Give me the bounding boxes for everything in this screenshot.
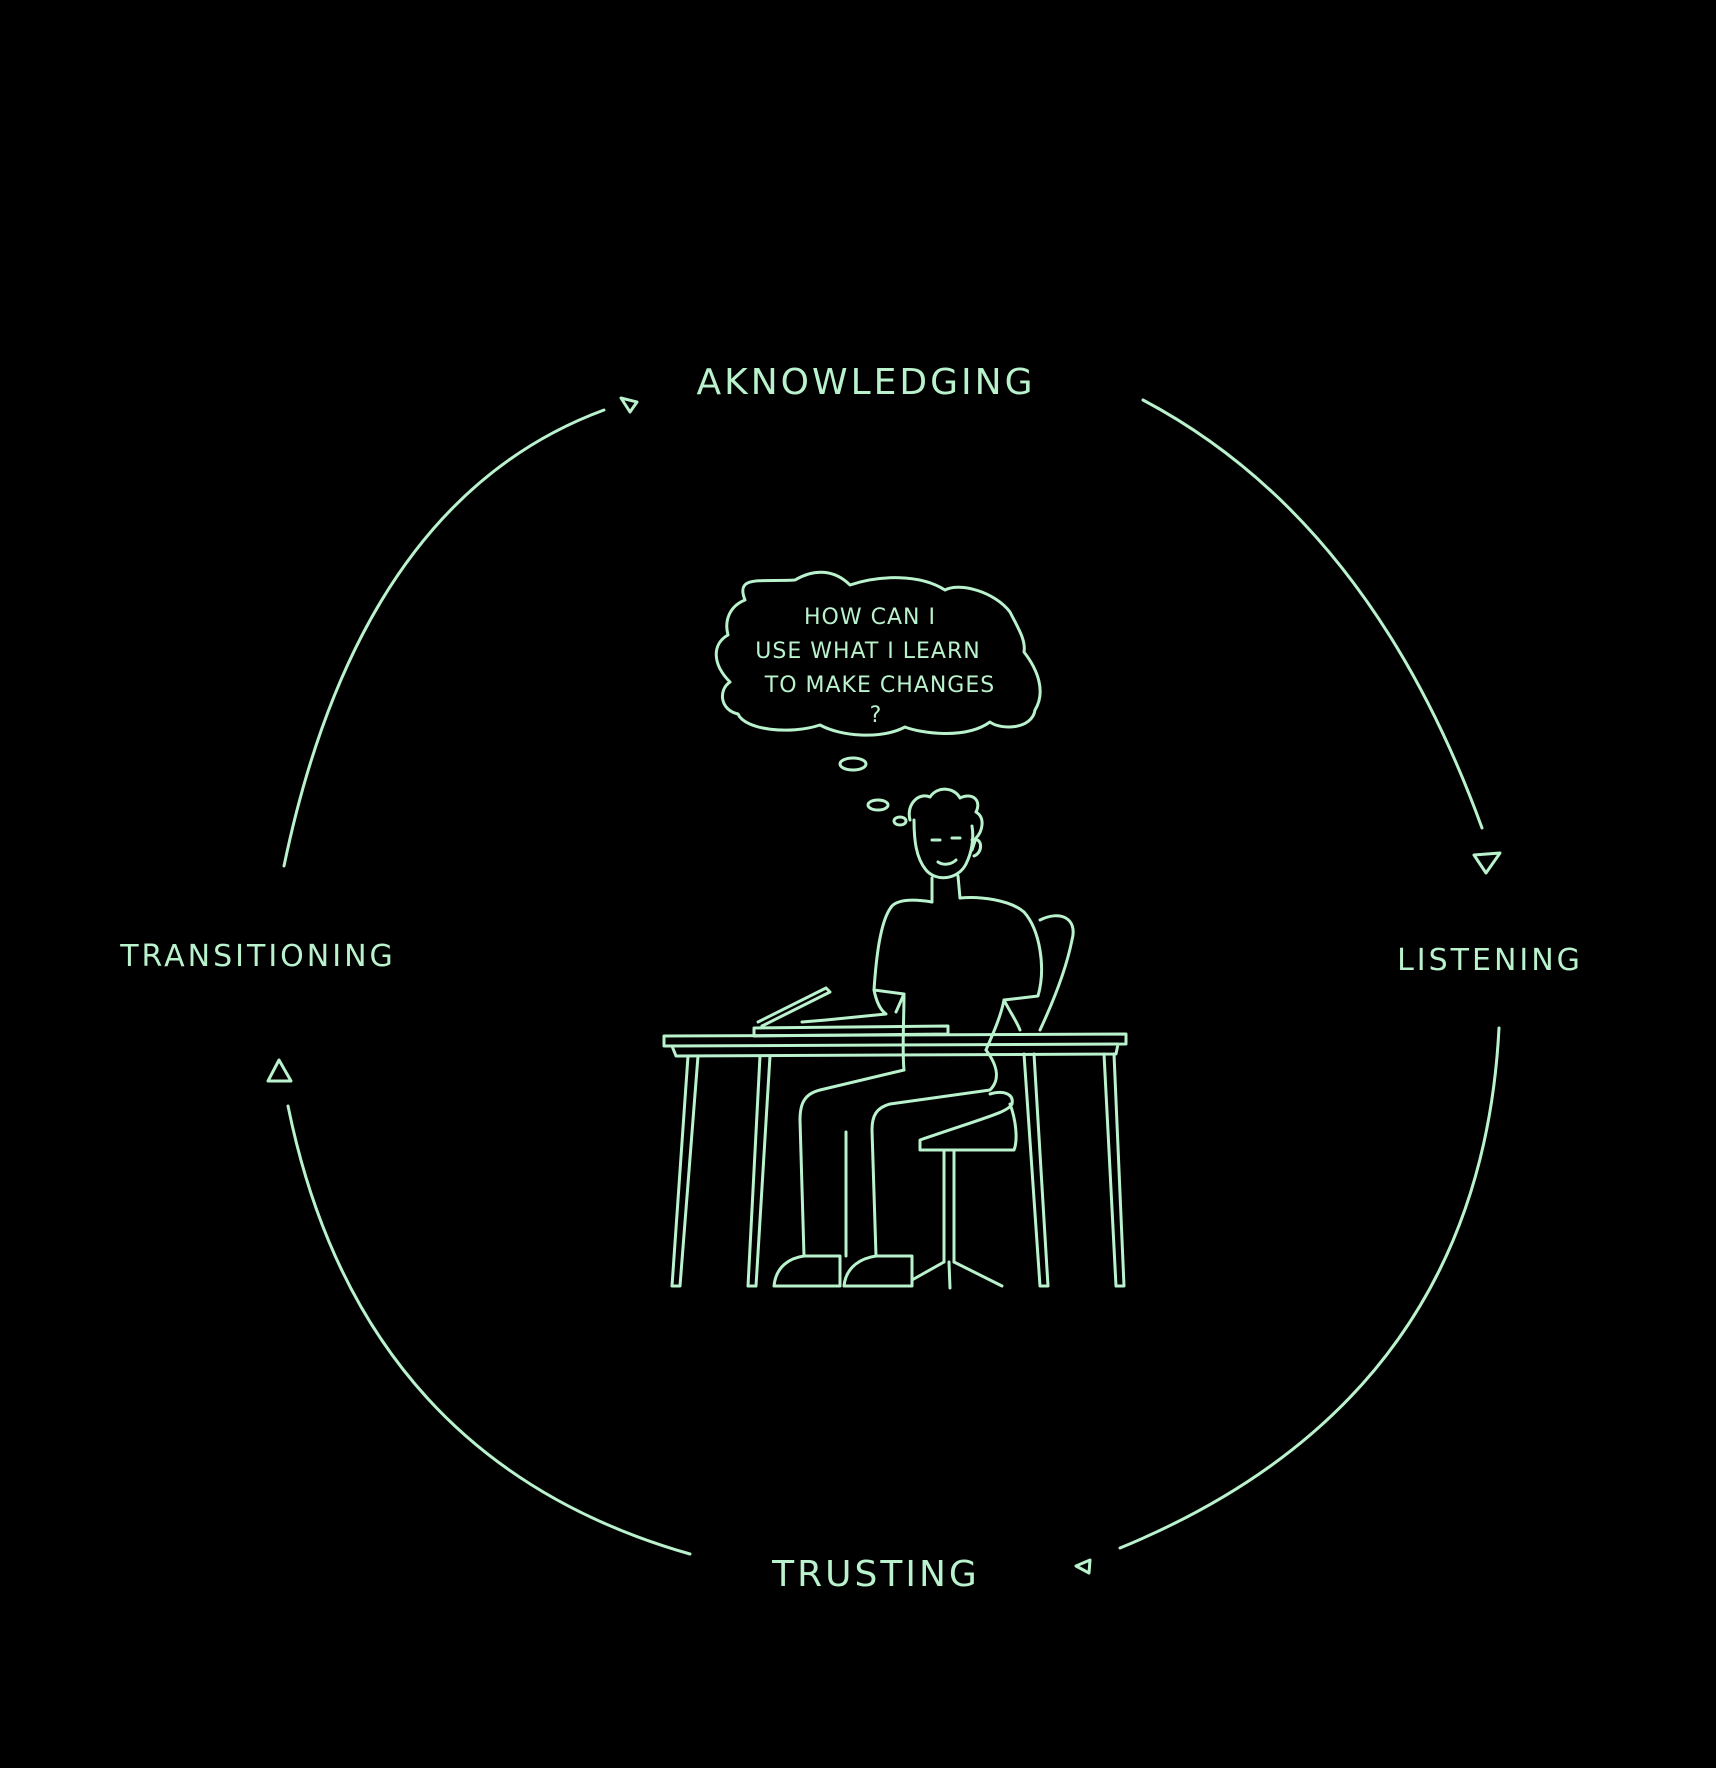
arc-bottom-left [288, 1106, 690, 1554]
arc-top-left [284, 410, 604, 866]
thought-dot-medium [868, 800, 888, 810]
stage-label-listening: LISTENING [1397, 943, 1583, 978]
person-thighs [800, 1050, 996, 1256]
person-mouth [938, 860, 956, 864]
arc-top-right [1143, 400, 1482, 828]
chair-seat [920, 1092, 1016, 1150]
stage-labels: AKNOWLEDGING LISTENING TRUSTING TRANSITI… [119, 362, 1583, 1595]
desk-top [664, 1034, 1126, 1056]
thought-line-1: HOW CAN I [804, 605, 936, 630]
thought-dot-small [894, 817, 906, 825]
arrow-bottom-icon [1076, 1560, 1090, 1573]
stage-label-trusting: TRUSTING [771, 1554, 980, 1595]
person-far-arm [1004, 1000, 1020, 1030]
person-shoe-left [774, 1256, 840, 1286]
chair-back [1040, 916, 1073, 1030]
chair-post [944, 1150, 954, 1262]
person-arm [802, 990, 904, 1022]
person-face [914, 820, 973, 878]
stage-label-aknowledging: AKNOWLEDGING [697, 362, 1036, 403]
arrow-left-icon [268, 1060, 291, 1081]
arc-bottom-right [1120, 1028, 1499, 1548]
cycle-ring [284, 400, 1499, 1554]
desk-leg-4 [1104, 1054, 1124, 1286]
thought-question-mark: ? [870, 703, 883, 728]
direction-arrows [268, 398, 1500, 1573]
desk-leg-2 [748, 1056, 770, 1286]
person-at-desk [664, 789, 1126, 1288]
chair-base [912, 1262, 1002, 1288]
thought-dot-large [840, 758, 866, 770]
thought-line-2: USE WHAT I LEARN [755, 639, 980, 664]
arrow-right-icon [1474, 853, 1500, 873]
arrow-top-icon [621, 398, 637, 412]
desk-leg-1 [672, 1056, 698, 1286]
desk-leg-3 [1024, 1054, 1048, 1286]
person-neck [932, 876, 960, 902]
thought-line-3: TO MAKE CHANGES [764, 673, 995, 698]
thought-bubble: HOW CAN I USE WHAT I LEARN TO MAKE CHANG… [716, 572, 1040, 825]
person-shoe-right [844, 1256, 912, 1286]
stage-label-transitioning: TRANSITIONING [119, 939, 396, 974]
